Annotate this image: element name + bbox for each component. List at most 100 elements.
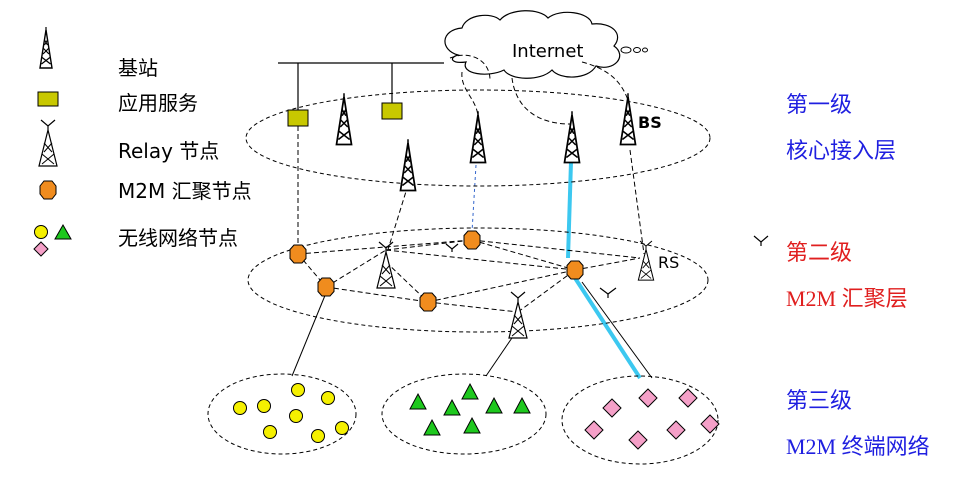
tier1-ellipse bbox=[245, 89, 711, 187]
legend-base-station: 基站 bbox=[39, 26, 158, 80]
tier3-cluster-triangles bbox=[381, 373, 547, 455]
legend-app-service: 应用服务 bbox=[37, 91, 198, 115]
tier2-nodes: RS bbox=[289, 230, 769, 339]
tier3-diamond-nodes bbox=[584, 388, 720, 450]
cloud-puff-2 bbox=[633, 47, 641, 53]
mesh-link bbox=[325, 286, 429, 303]
link-agg-to-diamond-cluster bbox=[581, 281, 653, 379]
mesh-link bbox=[385, 239, 473, 251]
highlight-link-bs-agg bbox=[566, 161, 573, 259]
mesh-link bbox=[517, 269, 576, 313]
base-station-tower bbox=[563, 110, 581, 164]
tier2-name: M2M 汇聚层 bbox=[786, 286, 908, 311]
rs-label: RS bbox=[658, 253, 679, 272]
relay-antenna-mark bbox=[599, 287, 617, 295]
cloud-puff-1 bbox=[620, 46, 632, 54]
cloud-shape bbox=[444, 10, 621, 79]
diamond-node bbox=[628, 430, 648, 450]
relay-node bbox=[508, 291, 528, 339]
tier2-ellipse bbox=[247, 227, 709, 333]
circle-node bbox=[321, 391, 335, 405]
triangle-node bbox=[409, 393, 427, 410]
bs-label: BS bbox=[638, 113, 662, 132]
base-station-tower bbox=[335, 92, 353, 146]
aggregation-node bbox=[419, 292, 437, 312]
tier-labels: 第一级 核心接入层 第二级 M2M 汇聚层 第三级 M2M 终端网络 bbox=[786, 93, 930, 459]
circle-node-icon bbox=[34, 225, 48, 239]
aggregation-node bbox=[317, 277, 335, 297]
triangle-node bbox=[513, 397, 531, 414]
relay-node bbox=[637, 240, 655, 281]
relay-antenna-mark bbox=[753, 235, 769, 243]
mesh-link bbox=[297, 239, 473, 255]
diamond-node bbox=[638, 388, 658, 408]
aggregation-node bbox=[463, 230, 481, 250]
service-box-1 bbox=[287, 109, 309, 127]
mesh-link bbox=[385, 261, 429, 303]
legend-wireless-network-node: 无线网络节点 bbox=[33, 223, 238, 257]
circle-node bbox=[263, 425, 277, 439]
mesh-link bbox=[574, 257, 641, 271]
tier3-cluster-diamonds bbox=[561, 375, 719, 465]
aggregation-node bbox=[289, 244, 307, 264]
relay-antenna-mark bbox=[445, 243, 459, 250]
mesh-link bbox=[325, 249, 387, 288]
connections bbox=[278, 54, 653, 380]
cloud-label: Internet bbox=[512, 41, 583, 62]
triangle-node bbox=[461, 383, 479, 400]
triangle-node-icon bbox=[54, 223, 72, 240]
diamond-node-icon bbox=[33, 241, 49, 257]
link-relay-to-triangle-cluster bbox=[485, 331, 517, 377]
triangle-node bbox=[443, 399, 461, 416]
circle-node bbox=[311, 429, 325, 443]
cloud-inner-dash bbox=[449, 54, 491, 81]
legend-m2m-aggregation-label: M2M 汇聚节点 bbox=[118, 179, 252, 203]
circle-node bbox=[257, 399, 271, 413]
aggregation-node bbox=[566, 260, 584, 280]
legend-wireless-node-label: 无线网络节点 bbox=[118, 226, 238, 250]
tier3-title: 第三级 bbox=[786, 389, 852, 414]
tier3-circle-nodes bbox=[233, 383, 349, 443]
mesh-link bbox=[471, 239, 641, 259]
mesh-link bbox=[385, 249, 576, 271]
circle-node bbox=[289, 409, 303, 423]
relay-node bbox=[376, 241, 396, 289]
circle-node bbox=[233, 401, 247, 415]
circle-node bbox=[291, 383, 305, 397]
mesh-link bbox=[427, 301, 519, 313]
base-station-tower bbox=[399, 138, 417, 192]
tier3-cluster-circles bbox=[207, 373, 357, 455]
base-station-tower bbox=[469, 110, 487, 164]
link-bs-to-rs bbox=[629, 149, 645, 255]
tower-icon bbox=[39, 26, 53, 69]
legend-base-station-label: 基站 bbox=[118, 56, 158, 80]
cloud-link-bs-2 bbox=[511, 77, 571, 125]
diamond-node bbox=[584, 420, 604, 440]
hexagon-icon bbox=[39, 180, 57, 200]
link-agg-to-circle-cluster bbox=[291, 292, 327, 377]
tier1-name: 核心接入层 bbox=[786, 139, 896, 164]
tier1-nodes: BS bbox=[287, 92, 662, 192]
highlight-link-agg-diamond bbox=[573, 276, 642, 380]
triangle-node bbox=[423, 419, 441, 436]
legend-m2m-aggregation-node: M2M 汇聚节点 bbox=[39, 179, 252, 203]
triangle-node bbox=[485, 397, 503, 414]
cloud-link-bs-1 bbox=[461, 71, 479, 119]
legend: 基站 应用服务 Relay 节点 M2M 汇聚节点 无线网络节点 bbox=[33, 26, 252, 257]
mesh-link bbox=[471, 239, 576, 271]
service-box-2 bbox=[381, 102, 403, 120]
tier2-title: 第二级 bbox=[786, 241, 852, 266]
diamond-node bbox=[666, 420, 686, 440]
link-bs-to-agg-top bbox=[471, 164, 477, 233]
legend-app-service-label: 应用服务 bbox=[118, 91, 198, 115]
internet-cloud: Internet bbox=[444, 10, 648, 79]
triangle-node bbox=[463, 417, 481, 434]
link-bs-to-relay bbox=[385, 184, 409, 257]
diamond-node bbox=[678, 388, 698, 408]
circle-node bbox=[335, 421, 349, 435]
mesh-link bbox=[427, 269, 576, 303]
legend-relay-node-label: Relay 节点 bbox=[118, 139, 219, 163]
tier3-name: M2M 终端网络 bbox=[786, 434, 930, 459]
cloud-link-bs-3 bbox=[581, 61, 629, 101]
